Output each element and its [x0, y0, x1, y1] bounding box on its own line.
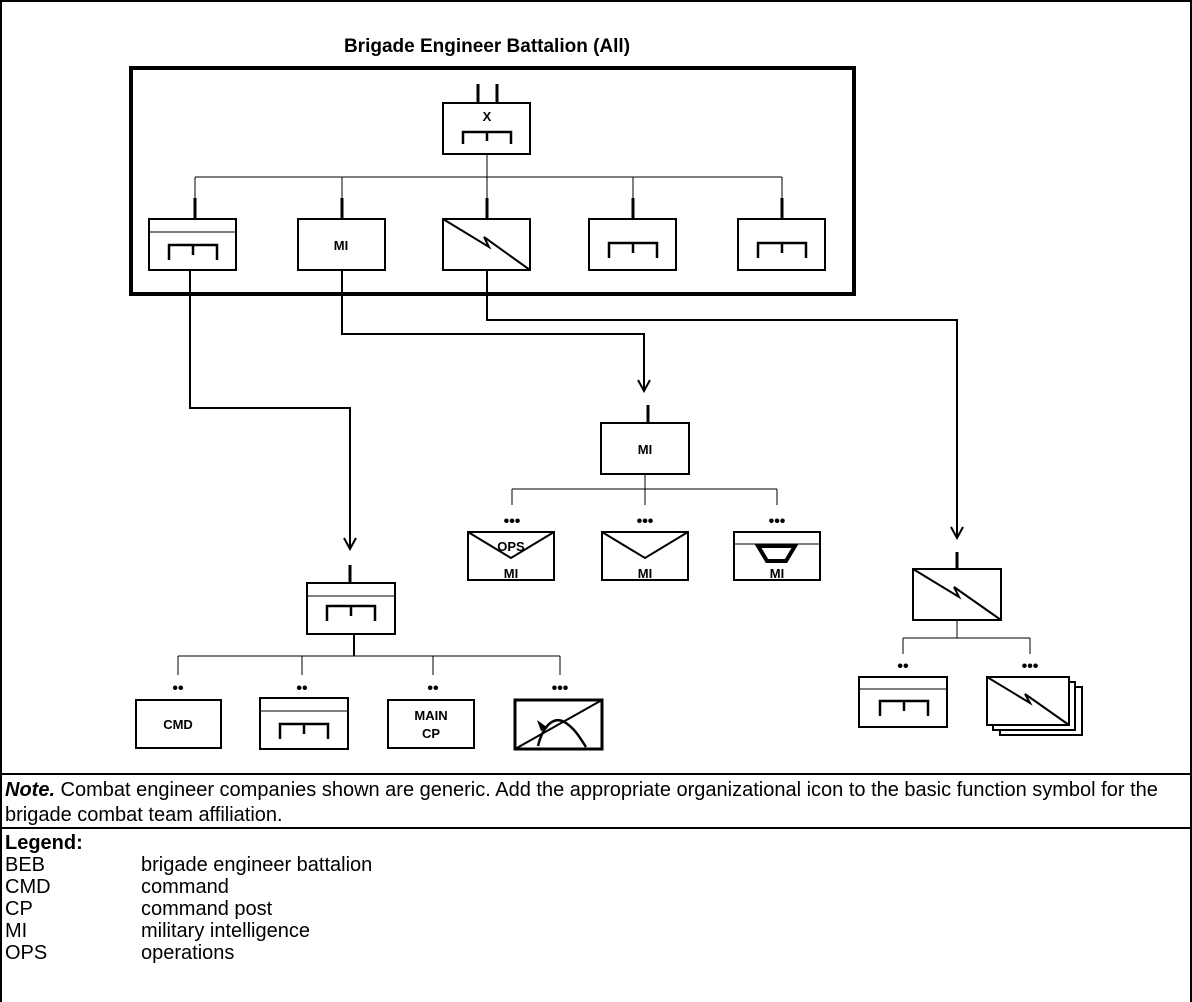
platoon-mark: •••: [769, 513, 786, 530]
note-text: Combat engineer companies shown are gene…: [5, 779, 1158, 826]
mi-label: MI: [770, 566, 784, 581]
cmd-section: •• CMD: [135, 680, 222, 749]
legend: Legend: BEB brigade engineer battalion C…: [5, 832, 1185, 964]
expansion-arrows: [189, 270, 957, 549]
engineer-icon: [325, 604, 377, 621]
signal-icon: [986, 676, 1070, 726]
mi-arrow: [341, 270, 644, 391]
engineer-icon: [167, 243, 219, 260]
legend-abbr: MI: [5, 920, 28, 942]
section-mark: ••: [172, 680, 184, 697]
legend-row: BEB brigade engineer battalion: [5, 854, 1185, 876]
legend-abbr: OPS: [5, 942, 48, 964]
legend-meaning: military intelligence: [141, 920, 310, 942]
engineer-icon: [607, 241, 659, 258]
humint-mi-platoon: ••• MI: [601, 513, 689, 581]
signal-multiple-platoon: •••: [986, 658, 1083, 736]
section-mark: ••: [427, 680, 439, 697]
platoon-mark: •••: [504, 513, 521, 530]
platoon-mark: •••: [552, 680, 569, 697]
note-heading: Note.: [5, 779, 55, 801]
cmd-label: CMD: [163, 717, 193, 732]
engineer-company-symbol: [588, 218, 677, 271]
signal-engineer-section: ••: [858, 658, 948, 728]
engineer-section: ••: [259, 680, 349, 750]
mi-company-label: MI: [334, 238, 348, 253]
section-mark: ••: [897, 658, 909, 675]
org-chart: Brigade Engineer Battalion (All) X MI: [129, 36, 1083, 751]
legend-abbr: BEB: [5, 854, 46, 876]
legend-title: Legend:: [5, 832, 83, 854]
ops-label: OPS: [497, 539, 525, 554]
mi-label: MI: [638, 566, 652, 581]
legend-row: CP command post: [5, 898, 1185, 920]
engineer-icon: [461, 130, 513, 144]
hhc-company-symbol: [148, 218, 237, 271]
hhc-arrow: [189, 270, 350, 549]
ops-mi-platoon: ••• OPS MI: [467, 513, 555, 581]
signal-arrow: [486, 270, 957, 538]
battalion-connectors: [193, 154, 784, 219]
uas-mi-platoon: ••• MI: [733, 513, 821, 581]
main-label: MAIN: [414, 708, 447, 723]
note: Note. Combat engineer companies shown ar…: [5, 778, 1185, 828]
cp-label: CP: [422, 726, 440, 741]
uas-icon: [754, 544, 799, 563]
diagram-title: Brigade Engineer Battalion (All): [344, 36, 630, 57]
legend-meaning: operations: [141, 942, 235, 964]
beb-frame: [129, 66, 856, 296]
mi-label: MI: [504, 566, 518, 581]
engineer-icon: [878, 699, 930, 716]
legend-abbr: CP: [5, 898, 33, 920]
legend-abbr: CMD: [5, 876, 51, 898]
legend-row: CMD command: [5, 876, 1185, 898]
signal-company-symbol: [442, 218, 531, 271]
signal-icon: [442, 218, 531, 271]
mi-label: MI: [638, 442, 652, 457]
mi-expanded: MI: [511, 405, 778, 505]
hhc-expanded: [177, 565, 561, 675]
engineer-icon: [756, 241, 808, 258]
legend-meaning: brigade engineer battalion: [141, 854, 373, 876]
medical-snake-icon: [536, 719, 588, 748]
hq-label: X: [483, 109, 492, 124]
legend-row: OPS operations: [5, 942, 1185, 964]
legend-meaning: command: [141, 876, 229, 898]
platoon-mark: •••: [637, 513, 654, 530]
engineer-icon: [278, 722, 330, 739]
mi-company-symbol: MI: [297, 218, 386, 271]
treatment-platoon: •••: [513, 680, 604, 751]
legend-meaning: command post: [141, 898, 273, 920]
engineer-company-symbol: [737, 218, 826, 271]
legend-row: MI military intelligence: [5, 920, 1185, 942]
main-cp-section: •• MAIN CP: [387, 680, 475, 749]
signal-expanded: [902, 552, 1031, 654]
section-mark: ••: [296, 680, 308, 697]
battalion-hq-symbol: X: [442, 84, 531, 155]
platoon-mark: •••: [1022, 658, 1039, 675]
signal-icon: [912, 568, 1002, 621]
